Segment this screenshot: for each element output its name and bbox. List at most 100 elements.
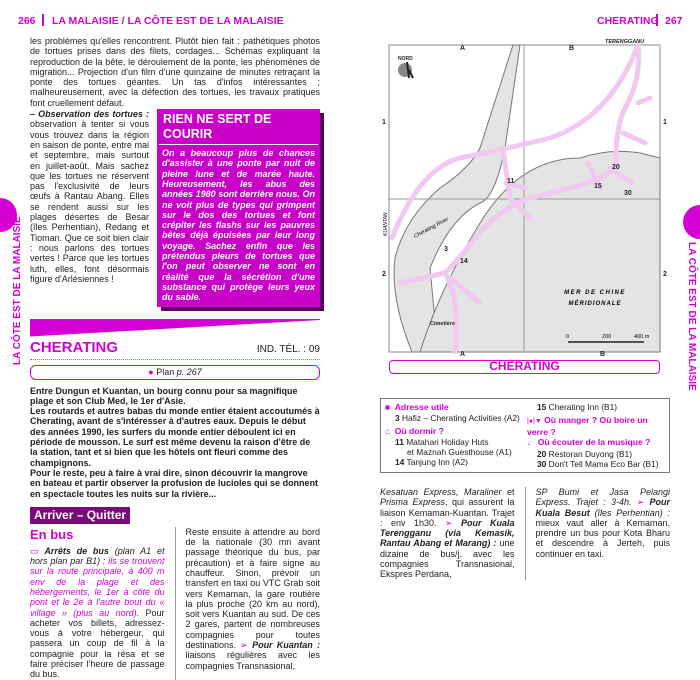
legend-number: 20 (537, 449, 547, 459)
col2-text: SP Bumi et Jasa Pelangi Express. Trajet … (535, 487, 671, 508)
restaurant-bar-icon: |●|▼ (527, 418, 542, 425)
north-hiker-icon (398, 61, 414, 79)
square-icon: ■ (385, 402, 391, 412)
legend-adresse-heading: Adresse utile (394, 402, 449, 412)
thumb-tab (683, 205, 700, 239)
right-page-content: ■ Adresse utile 3 Hafiz – Cherating Acti… (380, 398, 670, 580)
side-label-right: LA CÔTE EST DE LA MALAISIE (686, 242, 697, 391)
legend-number: 3 (395, 413, 400, 423)
left-page-content: les problèmes qu'elles rencontrent. Plut… (30, 36, 320, 680)
sea-label: MÉRIDIONALE (569, 299, 622, 307)
map-marker-3: 3 (444, 246, 448, 253)
bus-stop-text: Pour acheter vos billets, adressez-vous … (30, 607, 165, 680)
house-icon: ⌂ (385, 426, 391, 436)
section-title-row: CHERATING IND. TÉL. : 09 (30, 337, 320, 360)
observation-text: observation à tenter si vous vous trouve… (30, 119, 149, 284)
running-head-right: CHERATING (597, 15, 659, 27)
divider (656, 14, 658, 26)
legend-number: 30 (537, 459, 547, 469)
cherating-map[interactable]: A B A B 1 1 2 2 NORD TERENGGANU 11 3 14 … (380, 38, 670, 358)
legend-item: Matahari Holiday Huts (406, 437, 489, 447)
map-marker-11: 11 (507, 178, 515, 185)
side-label-left: LA CÔTE EST DE LA MALAISIE (12, 216, 23, 365)
observation-section: – Observation des tortues : observation … (30, 109, 149, 284)
besut-title: Pour Kuala Besut (535, 497, 670, 518)
scale-label: 200 (602, 334, 611, 340)
legend-number: 11 (395, 437, 404, 447)
en-bus-heading: En bus (30, 526, 74, 542)
observation-title: – Observation des tortues : (30, 109, 149, 120)
map-marker-14: 14 (460, 258, 468, 265)
map-row-label: 1 (663, 119, 667, 126)
besut-text: mieux vaut aller à Kemaman, prendre un b… (535, 517, 671, 559)
bus-icon: ▭ (30, 545, 39, 556)
arriver-quitter-heading: Arriver – Quitter (30, 506, 131, 524)
col2-text: Reste ensuite à attendre au bord de la n… (185, 526, 321, 651)
legend-item: et Maznah Guesthouse (A1) (407, 447, 512, 457)
music-icon: ♩ (527, 437, 536, 447)
body-paragraph: Entre Dungun et Kuantan, un bourg connu … (30, 385, 298, 406)
running-head-left: LA MALAISIE / LA CÔTE EST DE LA MALAISIE (52, 15, 284, 27)
besut-ref: (îles Perhentian) : (594, 507, 670, 518)
callout-text: On a beaucoup plus de chances d'assister… (162, 148, 315, 303)
terengganu-text: une dizaine de bus/j. avec les compagnie… (380, 538, 515, 580)
bus-column-2: Reste ensuite à attendre au bord de la n… (186, 527, 321, 680)
scale-label: 0 (566, 334, 569, 340)
col1-text: Kesatuan Express, Maraliner et Prisma Ex… (380, 487, 515, 528)
legend-item: Hafiz – Cherating Activities (A2) (402, 413, 520, 423)
map-legend: ■ Adresse utile 3 Hafiz – Cherating Acti… (380, 398, 670, 473)
page-number-right: 267 (665, 15, 683, 27)
map-col-label: B (600, 351, 605, 358)
north-label: NORD (398, 56, 413, 62)
legend-item: Don't Tell Mama Eco Bar (B1) (548, 459, 659, 469)
bus-stop-ref: (plan A1 et hors plan par B1) : (30, 545, 165, 567)
section-title: CHERATING (30, 338, 119, 356)
arrow-icon: ➢ (240, 640, 248, 651)
kuantan-text: liaisons régulières avec les compagnies … (185, 650, 321, 671)
roads (389, 42, 653, 355)
kuantan-title: Pour Kuantan : (252, 640, 320, 651)
map-title: CHERATING (389, 360, 660, 374)
map-row-label: 2 (663, 271, 667, 278)
right-column-2: SP Bumi et Jasa Pelangi Express. Trajet … (536, 487, 671, 580)
divider (42, 14, 44, 26)
map-col-label: A (460, 351, 465, 358)
section-banner (30, 318, 320, 337)
legend-musique-heading: Où écouter de la musique ? (537, 437, 651, 447)
map-marker-15: 15 (594, 183, 602, 190)
plan-reference[interactable]: ● Plan p. 267 (30, 364, 320, 380)
map-marker-20: 20 (612, 164, 620, 171)
page-number-left: 266 (18, 15, 36, 27)
intro-paragraph: les problèmes qu'elles rencontrent. Plut… (30, 36, 320, 108)
map-marker-30: 30 (624, 190, 632, 197)
bus-stop-title: Arrêts de bus (44, 545, 109, 556)
legend-manger-heading: Où manger ? Où boire un verre ? (527, 415, 648, 437)
phone-code: IND. TÉL. : 09 (256, 343, 320, 355)
column-divider (524, 487, 526, 580)
right-column-1: Kesatuan Express, Maraliner et Prisma Ex… (380, 487, 515, 580)
map-col-label: B (569, 45, 574, 52)
bullet-icon: ● (148, 366, 154, 377)
map-row-label: 1 (382, 119, 386, 126)
legend-item: Restoran Duyong (B1) (548, 449, 632, 459)
sea-label: MER DE CHINE (564, 290, 626, 296)
thumb-tab (0, 198, 17, 232)
section-body: Entre Dungun et Kuantan, un bourg connu … (30, 386, 320, 499)
callout-box: RIEN NE SERT DE COURIR On a beaucoup plu… (157, 109, 320, 307)
plan-page: p. 267 (176, 366, 202, 377)
legend-number: 14 (395, 457, 405, 467)
legend-item: Tanjung Inn (A2) (406, 457, 468, 467)
legend-number: 15 (537, 402, 547, 412)
plan-label: Plan (156, 366, 175, 377)
legend-dormir-heading: Où dormir ? (394, 426, 444, 436)
cemetery-label: Cimetière (430, 321, 455, 327)
column-divider (174, 526, 176, 680)
legend-item: Cherating Inn (B1) (548, 402, 618, 412)
bus-column-1: En bus ▭ Arrêts de bus (plan A1 et hors … (30, 527, 165, 680)
terengganu-label: TERENGGANU (605, 39, 645, 45)
arrow-icon: ➢ (636, 497, 645, 508)
arrow-icon: ➢ (444, 517, 453, 528)
kuantan-label: KUANTAN (383, 212, 389, 236)
body-paragraph: Pour le reste, peu à faire à vrai dire, … (30, 467, 319, 499)
callout-title: RIEN NE SERT DE COURIR (159, 109, 318, 146)
